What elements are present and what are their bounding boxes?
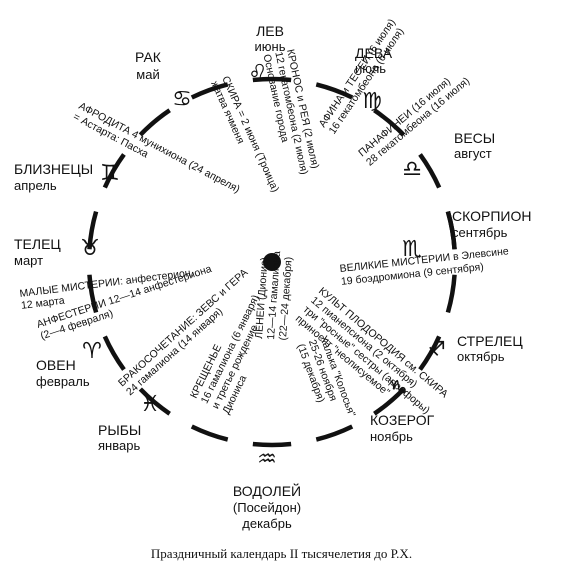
zodiac-month: май	[136, 67, 159, 82]
virgo-icon: ♍	[362, 89, 382, 114]
zodiac-name: ДЕВА	[355, 45, 393, 61]
leo-icon: ♌	[248, 61, 268, 86]
festival-line: 12 марта	[20, 295, 65, 312]
zodiac-month: ноябрь	[370, 429, 413, 444]
ring-segment	[87, 210, 99, 250]
zodiac-name: ТЕЛЕЦ	[14, 236, 61, 252]
zodiac-name: БЛИЗНЕЦЫ	[14, 161, 93, 177]
scorpio-icon: ♏	[402, 237, 422, 262]
calendar-ring	[87, 76, 457, 448]
ring-segment	[373, 108, 406, 137]
ring-segment	[252, 441, 292, 448]
libra-icon: ♎	[402, 157, 422, 182]
zodiac-month: июнь	[255, 39, 286, 54]
ring-segment	[190, 424, 229, 442]
cancer-icon: ♋	[172, 87, 192, 112]
center-dot	[263, 253, 281, 271]
ring-segment	[418, 153, 442, 189]
zodiac-name: ВОДОЛЕЙ	[233, 482, 301, 499]
festival-block: АФРОДИТА 4 мунихиона (24 апреля)= Астарт…	[71, 100, 242, 195]
ring-segment	[87, 274, 99, 314]
caption: Праздничный календарь II тысячелетия до …	[150, 546, 413, 561]
ring-segment	[315, 82, 354, 100]
festival-block: КРОНОС и РЕЯ (2 июля)12 гекатомбеона (2 …	[261, 48, 322, 176]
zodiac-month: февраль	[36, 374, 90, 389]
zodiac-month: октябрь	[457, 349, 505, 364]
ring-segment	[418, 335, 442, 371]
zodiac-month: август	[454, 146, 492, 161]
capricorn-icon: ♑	[388, 377, 408, 402]
ring-segment	[138, 387, 171, 416]
ring-segment	[445, 210, 457, 250]
zodiac-name: ВЕСЫ	[454, 130, 495, 146]
festival-line: ЛЕНЕИ (Дионис)	[253, 257, 271, 339]
zodiac-name: СКОРПИОН	[452, 208, 531, 224]
zodiac-month: июль	[355, 61, 386, 76]
zodiac-month: сентябрь	[452, 225, 508, 240]
zodiac-name: КОЗЕРОГ	[370, 412, 435, 428]
zodiac-name: РАК	[135, 49, 162, 65]
zodiac-name: ЛЕВ	[256, 23, 284, 39]
ring-segment	[102, 335, 126, 371]
ring-segment	[138, 108, 171, 137]
pisces-icon: ♓	[140, 392, 160, 417]
zodiac-name: СТРЕЛЕЦ	[457, 333, 523, 349]
aries-icon: ♈	[82, 339, 102, 364]
sagittarius-icon: ♐	[426, 338, 446, 363]
ring-segment	[315, 424, 354, 442]
zodiac-month: январь	[98, 438, 140, 453]
ring-segment	[445, 274, 457, 314]
zodiac-extra-name: (Посейдон)	[233, 500, 301, 515]
zodiac-month: март	[14, 253, 43, 268]
ring-segment	[190, 82, 229, 100]
zodiac-month: декабрь	[242, 516, 292, 531]
festival-block: ЛЕНЕИ (Дионис)12—14 гамалиона(22—24 дека…	[253, 251, 295, 341]
festival-line: (22—24 декабря)	[277, 256, 295, 340]
ring-segment	[252, 76, 292, 83]
zodiac-name: РЫБЫ	[98, 422, 141, 438]
zodiac-name: ОВЕН	[36, 357, 76, 373]
ring-segment	[102, 153, 126, 189]
festival-line: ПАНАФИНЕИ (16 июля)	[356, 75, 453, 159]
taurus-icon: ♉	[80, 236, 100, 261]
ring-segment	[373, 387, 406, 416]
zodiac-month: апрель	[14, 178, 57, 193]
gemini-icon: ♊	[100, 161, 120, 186]
aquarius-icon: ♒	[257, 447, 277, 472]
